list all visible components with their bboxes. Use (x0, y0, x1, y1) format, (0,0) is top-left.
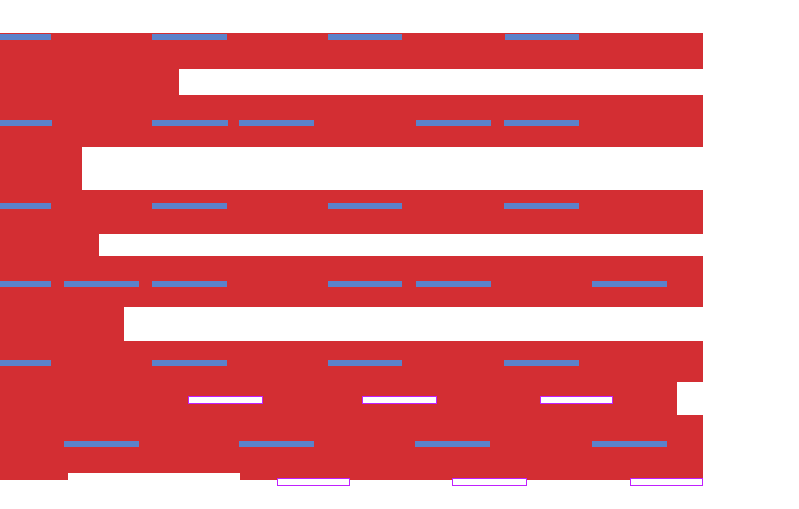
link-row-5-bar-3[interactable] (328, 360, 402, 366)
link-row-6-bar-3[interactable] (415, 441, 490, 447)
redaction-band-8 (0, 307, 124, 341)
annotation-row-2-bar-1[interactable] (277, 478, 350, 486)
annotation-row-2-bar-3[interactable] (630, 478, 703, 486)
link-row-2-bar-3[interactable] (239, 120, 314, 126)
link-row-5-bar-2[interactable] (152, 360, 227, 366)
link-row-2-bar-5[interactable] (504, 120, 579, 126)
annotation-row-1-bar-2[interactable] (362, 396, 437, 404)
link-row-1-bar-4[interactable] (505, 34, 579, 40)
redaction-band-12 (0, 473, 68, 480)
link-row-2-bar-4[interactable] (416, 120, 491, 126)
link-row-3-bar-4[interactable] (504, 203, 579, 209)
redaction-band-6 (0, 234, 99, 256)
link-row-4-bar-6[interactable] (592, 281, 667, 287)
link-row-6-bar-4[interactable] (592, 441, 667, 447)
link-row-6-bar-1[interactable] (64, 441, 139, 447)
link-row-5-bar-1[interactable] (0, 360, 51, 366)
annotation-row-1-bar-3[interactable] (540, 396, 613, 404)
link-row-1-bar-1[interactable] (0, 34, 51, 40)
annotation-row-2-bar-2[interactable] (452, 478, 527, 486)
link-row-2-bar-2[interactable] (152, 120, 228, 126)
link-row-3-bar-1[interactable] (0, 203, 51, 209)
link-row-4-bar-2[interactable] (64, 281, 139, 287)
redaction-band-5 (0, 190, 703, 234)
redaction-band-2 (0, 69, 179, 95)
link-row-4-bar-3[interactable] (152, 281, 227, 287)
link-row-2-bar-1[interactable] (0, 120, 52, 126)
link-row-1-bar-2[interactable] (152, 34, 227, 40)
link-row-4-bar-5[interactable] (416, 281, 491, 287)
redaction-band-4 (0, 147, 82, 190)
link-row-5-bar-4[interactable] (504, 360, 579, 366)
annotation-row-1-bar-1[interactable] (188, 396, 263, 404)
link-row-4-bar-4[interactable] (328, 281, 402, 287)
link-row-3-bar-3[interactable] (328, 203, 402, 209)
link-row-6-bar-2[interactable] (239, 441, 314, 447)
link-row-3-bar-2[interactable] (152, 203, 227, 209)
redaction-band-13 (240, 473, 703, 480)
link-row-4-bar-1[interactable] (0, 281, 51, 287)
redaction-band-3 (0, 95, 703, 147)
link-row-1-bar-3[interactable] (328, 34, 402, 40)
